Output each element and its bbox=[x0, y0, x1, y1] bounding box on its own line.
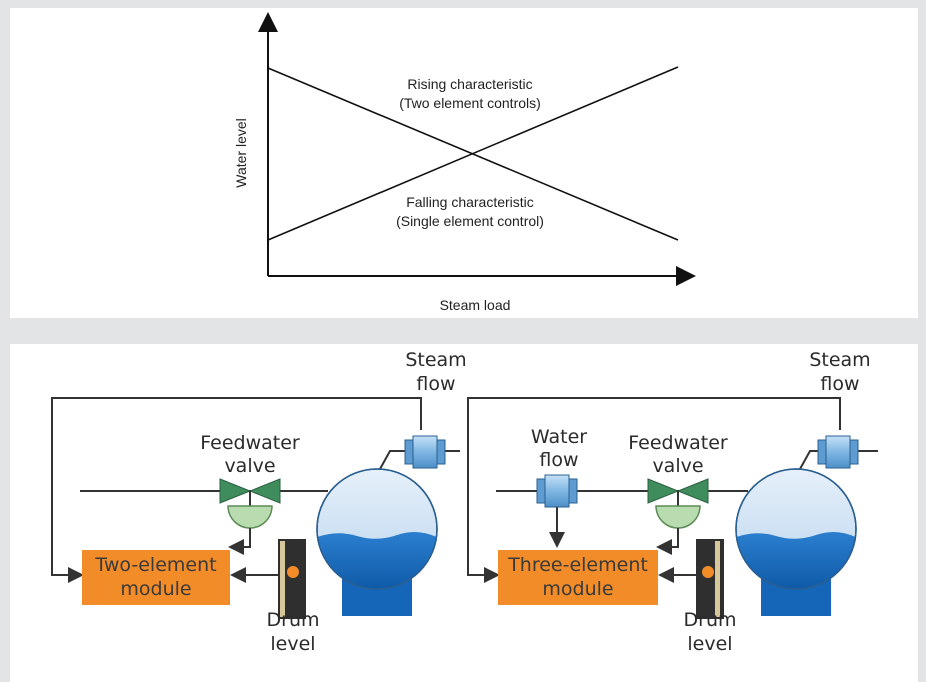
boiler-drum bbox=[735, 468, 857, 616]
steam-flow-meter bbox=[404, 435, 446, 469]
drum-level-label-line2: level bbox=[687, 633, 732, 655]
feedwater-valve-icon bbox=[647, 478, 709, 529]
valve-signal-line bbox=[228, 528, 251, 555]
steam-flow-label-line2: flow bbox=[820, 373, 859, 395]
module-label-line2: module bbox=[120, 578, 191, 600]
steam-flow-meter bbox=[817, 435, 859, 469]
drum-level-gauge bbox=[278, 539, 306, 619]
two-element-system: Two-element module Steam flow Feedwater … bbox=[51, 349, 467, 655]
characteristic-chart: Water level Steam load Rising characteri… bbox=[233, 12, 696, 313]
boiler-drum bbox=[316, 468, 438, 616]
steam-signal-line bbox=[467, 397, 841, 583]
feedwater-valve-label-line2: valve bbox=[224, 455, 275, 477]
control-schematic: Two-element module Steam flow Feedwater … bbox=[51, 349, 878, 655]
valve-signal-line bbox=[656, 528, 679, 555]
water-flow-meter bbox=[536, 474, 578, 508]
feedwater-valve-label-line1: Feedwater bbox=[628, 432, 728, 454]
x-axis-label: Steam load bbox=[440, 297, 511, 313]
drum-level-label-line1: Drum bbox=[684, 609, 737, 631]
drum-level-label-line1: Drum bbox=[267, 609, 320, 631]
drum-level-gauge bbox=[696, 539, 724, 619]
characteristic-chart-panel: Water level Steam load Rising characteri… bbox=[10, 8, 918, 318]
rising-line-title: Rising characteristic bbox=[407, 76, 532, 92]
feedwater-valve-label-line2: valve bbox=[652, 455, 703, 477]
two-element-module bbox=[82, 550, 230, 605]
falling-line-title: Falling characteristic bbox=[406, 194, 534, 210]
rising-line-subtitle: (Two element controls) bbox=[399, 95, 541, 111]
module-label-line1: Three-element bbox=[507, 554, 648, 576]
three-element-module bbox=[498, 550, 658, 605]
steam-signal-line bbox=[51, 397, 422, 583]
y-axis-label: Water level bbox=[233, 118, 249, 188]
falling-line-subtitle: (Single element control) bbox=[396, 213, 544, 229]
feedwater-valve-icon bbox=[219, 478, 281, 529]
water-flow-label-line1: Water bbox=[531, 426, 587, 448]
module-label-line2: module bbox=[542, 578, 613, 600]
control-schematic-panel: Two-element module Steam flow Feedwater … bbox=[10, 344, 918, 682]
water-flow-label-line2: flow bbox=[539, 449, 578, 471]
rising-characteristic-line bbox=[267, 66, 679, 241]
three-element-system: Three-element module Steam flow Water fl… bbox=[467, 349, 878, 655]
steam-flow-label-line1: Steam bbox=[809, 349, 870, 371]
feedwater-valve-label-line1: Feedwater bbox=[200, 432, 300, 454]
module-label-line1: Two-element bbox=[94, 554, 216, 576]
steam-flow-label-line1: Steam bbox=[405, 349, 466, 371]
steam-flow-label-line2: flow bbox=[416, 373, 455, 395]
drum-level-label-line2: level bbox=[270, 633, 315, 655]
